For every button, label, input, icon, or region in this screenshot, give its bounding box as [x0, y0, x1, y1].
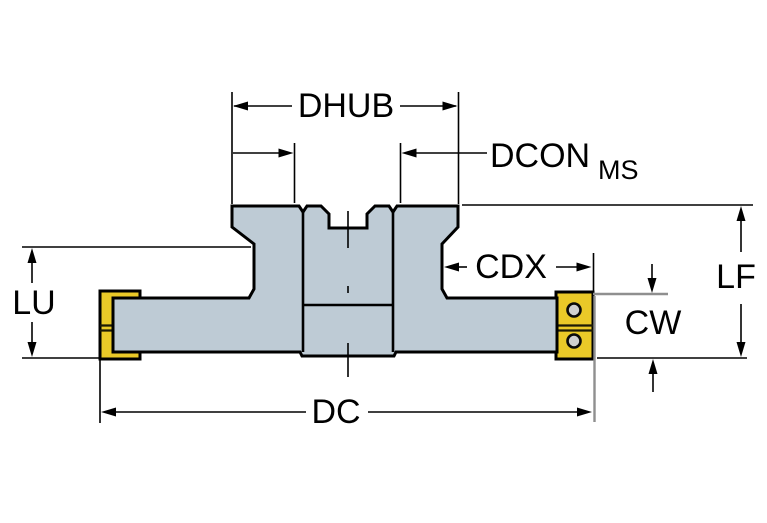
arrowhead-down	[736, 342, 746, 357]
arrowhead-up	[27, 248, 37, 263]
dim-label-cdx: CDX	[475, 248, 547, 286]
arrowhead-right	[577, 407, 592, 417]
dim-dc	[99, 296, 596, 423]
dim-label-dcon-subscript: MS	[598, 155, 639, 185]
dim-cw	[593, 264, 668, 392]
arrowhead-right	[576, 262, 592, 272]
dim-label-lu: LU	[12, 284, 55, 322]
dim-dhub	[231, 92, 460, 204]
dim-label-dcon: DCON	[490, 137, 590, 175]
dim-label-dc: DC	[311, 393, 360, 431]
dim-dcon	[233, 143, 487, 203]
dim-label-dhub: DHUB	[298, 87, 394, 125]
dim-label-lf: LF	[716, 258, 756, 296]
arrowhead-down	[647, 278, 657, 293]
arrowhead-down	[27, 342, 37, 357]
arrowhead-left	[444, 262, 459, 272]
arrowhead-right	[278, 148, 294, 158]
dim-cdx	[444, 253, 595, 294]
arrowhead-right	[442, 101, 458, 111]
arrowhead-left	[101, 407, 116, 417]
cutter-body	[111, 204, 559, 377]
body-outline	[111, 204, 559, 358]
arrowhead-up	[736, 206, 746, 221]
arrowhead-left	[233, 101, 248, 111]
dim-lu	[22, 246, 251, 359]
insert-screw-hole	[566, 333, 582, 349]
dim-lf	[462, 204, 753, 359]
arrowhead-up	[648, 359, 658, 374]
right-insert	[554, 290, 595, 361]
arrowhead-left	[401, 148, 417, 158]
insert-screw-hole	[566, 302, 582, 318]
dim-label-cw: CW	[625, 304, 682, 342]
